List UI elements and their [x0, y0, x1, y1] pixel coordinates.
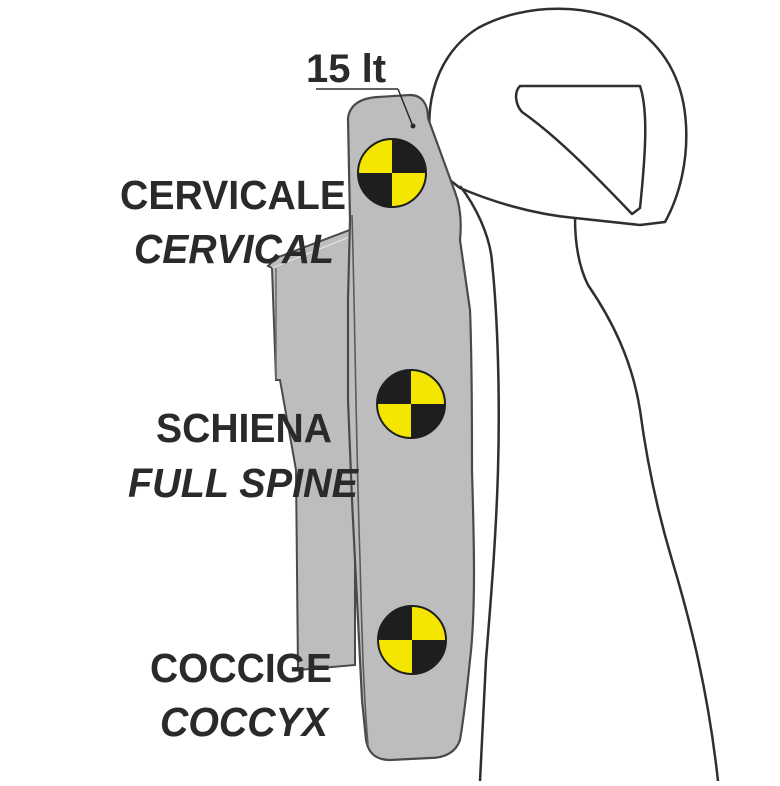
body-outline-front: [573, 217, 720, 782]
volume-leader-dot: [410, 123, 416, 129]
label-cervical-en: CERVICAL: [134, 226, 334, 272]
marker-coccyx: [377, 605, 447, 675]
volume-callout: 15 lt: [306, 47, 416, 129]
back-plate: [266, 226, 356, 672]
label-spine-en: FULL SPINE: [128, 460, 360, 506]
marker-cervical: [357, 138, 427, 208]
volume-leader-line: [397, 88, 413, 125]
label-cervical-it: CERVICALE: [120, 172, 346, 218]
marker-spine: [376, 369, 446, 439]
label-coccyx-en: COCCYX: [160, 699, 331, 745]
rider-silhouette: [428, 7, 720, 782]
label-spine-it: SCHIENA: [156, 405, 332, 451]
label-coccyx-it: COCCIGE: [150, 645, 332, 691]
body-outline-back: [459, 185, 500, 782]
helmet-outline: [428, 7, 688, 227]
visor-outline: [514, 84, 647, 216]
volume-label: 15 lt: [306, 47, 386, 91]
